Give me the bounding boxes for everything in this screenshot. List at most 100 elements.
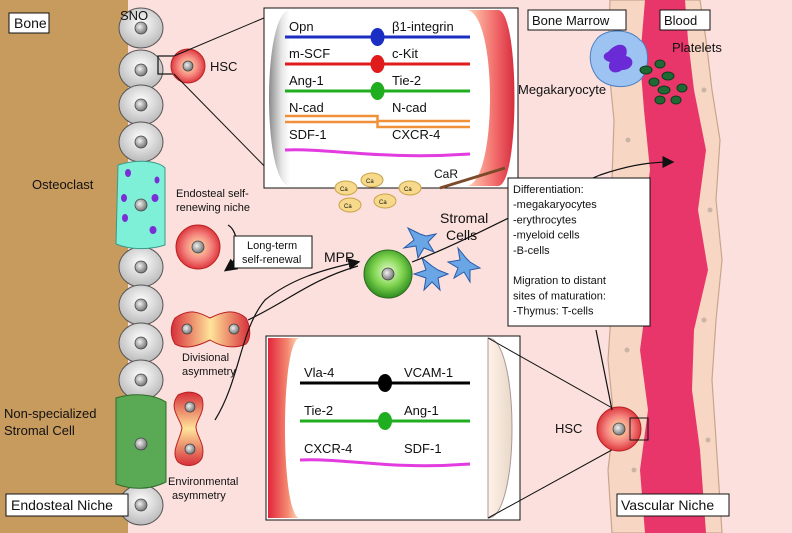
ligand-label: Tie-2: [304, 403, 333, 418]
environmental-line-2: asymmetry: [172, 490, 226, 502]
differentiation-line: -erythrocytes: [513, 214, 577, 226]
cxcr4-sdf1-loop: [299, 458, 471, 468]
ligand-label: m-SCF: [289, 46, 330, 61]
blood-label: Blood: [664, 13, 697, 28]
ca-ion-label: Ca: [404, 187, 412, 193]
megakaryocyte-label: Megakaryocyte: [518, 82, 606, 97]
differentiation-line: -megakaryocytes: [513, 199, 597, 211]
environmental-to-mpp-arrow: [214, 258, 361, 421]
hsc-bottom-label: HSC: [555, 421, 582, 436]
self-renewing-nucleus: [191, 240, 205, 254]
binding-node: [378, 374, 392, 392]
box-to-hsc-line: [595, 329, 613, 411]
ligand-label: N-cad: [289, 100, 324, 115]
binding-node: [370, 55, 385, 73]
divisional-to-mpp-arrow: [247, 265, 359, 321]
hsc-bottom-highlight-box: [629, 417, 649, 441]
top-panel-left-cap: [269, 10, 290, 186]
stromal-cells-line-1: Stromal: [440, 210, 488, 226]
zoom-line-bottom-2: [487, 439, 631, 519]
ligand-label: CXCR-4: [304, 441, 352, 456]
bone-region: [0, 0, 128, 533]
bone-marrow-label: Bone Marrow: [532, 13, 610, 28]
ncad-bond-line: [285, 120, 470, 129]
endosteal-line-2: renewing niche: [176, 202, 250, 214]
divisional-nucleus-right: [228, 323, 240, 335]
top-interaction-panel: [263, 7, 519, 189]
ligand-label: SDF-1: [289, 127, 327, 142]
endosteal-line-1: Endosteal self-: [176, 188, 249, 200]
vascular-niche-label: Vascular Niche: [621, 497, 714, 513]
environmental-line-1: Environmental: [168, 476, 238, 488]
ca-ion-label: Ca: [344, 204, 352, 210]
receptor-label: VCAM-1: [404, 365, 453, 380]
zoom-line-top-1: [173, 11, 279, 57]
differentiation-box: [507, 177, 651, 327]
top-panel-right-cap: [466, 10, 515, 186]
endosteal-niche-box: [5, 493, 129, 517]
sno-label: SNO: [120, 8, 148, 23]
long-term-box: [233, 235, 313, 269]
sdf1-cxcr4-loop: [284, 148, 471, 158]
receptor-label: CXCR-4: [392, 127, 440, 142]
car-receptor-line: [439, 166, 506, 190]
long-term-line-2: self-renewal: [242, 254, 301, 266]
receptor-label: N-cad: [392, 100, 427, 115]
platelets-cluster: [639, 59, 688, 105]
endosteal-niche-label: Endosteal Niche: [11, 497, 113, 513]
ca-ion-label: Ca: [366, 179, 374, 185]
bone-label: Bone: [14, 15, 47, 31]
megakaryocyte-nucleus: [603, 44, 633, 73]
bone-marrow-box: [527, 9, 627, 31]
zoom-line-top-2: [173, 73, 279, 181]
osteoclast-label: Osteoclast: [32, 177, 94, 192]
receptor-label: Ang-1: [404, 403, 439, 418]
divisional-asymmetry-cell: [170, 311, 251, 348]
ligand-label: Vla-4: [304, 365, 334, 380]
hsc-top-nucleus: [182, 60, 194, 72]
binding-node: [378, 412, 392, 430]
blood-box: [659, 9, 711, 31]
differentiation-line: Differentiation:: [513, 184, 584, 196]
sno-cells: [118, 7, 164, 526]
car-label: CaR: [434, 167, 458, 181]
receptor-label: c-Kit: [392, 46, 418, 61]
long-term-line-1: Long-term: [247, 240, 297, 252]
stromal-nucleus: [134, 437, 148, 451]
ligand-label: Ang-1: [289, 73, 324, 88]
receptor-label: Tie-2: [392, 73, 421, 88]
osteoclast-granules: [121, 169, 160, 234]
receptor-label: SDF-1: [404, 441, 442, 456]
zoom-line-bottom-1: [487, 337, 631, 419]
divisional-line-1: Divisional: [182, 352, 229, 364]
non-specialized-line-1: Non-specialized: [4, 406, 97, 421]
ca-ion-label: Ca: [340, 187, 348, 193]
platelets-label: Platelets: [672, 40, 722, 55]
binding-node: [370, 82, 385, 100]
ligand-label: Opn: [289, 19, 314, 34]
hsc-top-label: HSC: [210, 59, 237, 74]
divisional-line-2: asymmetry: [182, 366, 236, 378]
calcium-ions: Ca Ca Ca Ca Ca: [334, 172, 422, 213]
differentiation-line: -myeloid cells: [513, 230, 580, 242]
binding-node: [370, 28, 385, 46]
differentiation-line: -B-cells: [513, 245, 550, 257]
differentiation-line: Migration to distant: [513, 275, 606, 287]
stromal-cells-cluster: [402, 226, 482, 292]
env-nucleus-bottom: [184, 443, 196, 455]
bottom-panel-left-cap: [268, 338, 300, 518]
mpp-nucleus: [381, 267, 395, 281]
non-specialized-line-2: Stromal Cell: [4, 423, 75, 438]
differentiation-line: sites of maturation:: [513, 290, 606, 302]
vascular-niche-box: [616, 493, 730, 517]
environmental-asymmetry-cell: [173, 391, 204, 466]
hsc-bottom-nucleus: [612, 422, 626, 436]
bone-label-box: [8, 12, 50, 34]
ncad-bond-line: [285, 114, 470, 123]
divisional-nucleus-left: [181, 323, 193, 335]
mpp-label: MPP: [324, 249, 354, 265]
